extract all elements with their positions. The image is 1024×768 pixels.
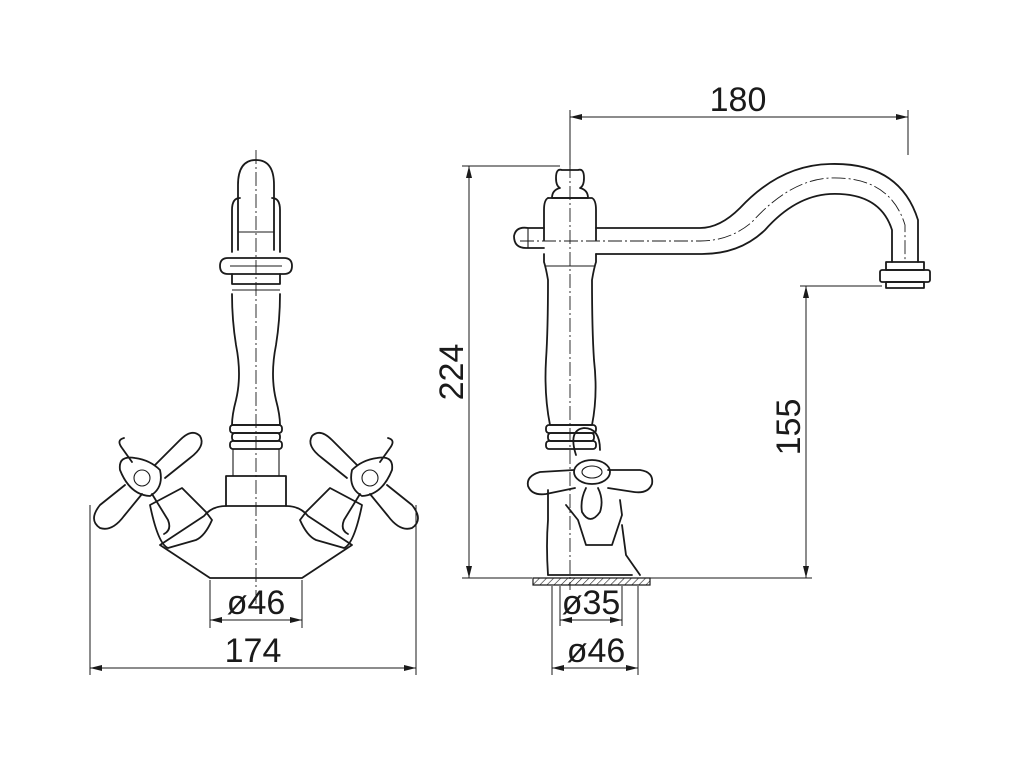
side-handle bbox=[526, 427, 654, 576]
side-lever-stub bbox=[513, 226, 545, 249]
front-view: ø46 174 bbox=[89, 150, 419, 675]
front-lower-rings bbox=[225, 424, 287, 507]
inner-diameter-label: ø35 bbox=[562, 584, 621, 622]
front-right-handle bbox=[299, 431, 419, 549]
side-finial bbox=[543, 168, 597, 241]
side-dim-total-height: 224 bbox=[433, 165, 560, 579]
front-base-diameter-label: ø46 bbox=[227, 584, 286, 622]
front-total-width-label: 174 bbox=[225, 632, 282, 670]
side-base-plate bbox=[532, 577, 651, 586]
front-spout-top bbox=[231, 159, 281, 253]
total-height-label: 224 bbox=[433, 344, 471, 401]
front-collar bbox=[219, 257, 293, 291]
side-spout bbox=[595, 163, 931, 289]
spout-reach-label: 180 bbox=[710, 81, 767, 119]
front-base-body bbox=[159, 505, 353, 579]
front-left-handle bbox=[93, 431, 213, 549]
front-dim-base-diameter: ø46 bbox=[209, 580, 303, 628]
side-dim-spout-height: 155 bbox=[650, 285, 882, 579]
spout-centerline bbox=[520, 177, 906, 262]
front-dim-total-width: 174 bbox=[89, 505, 417, 675]
side-view: 180 224 155 ø35 bbox=[433, 81, 931, 675]
spout-height-label: 155 bbox=[770, 399, 808, 456]
side-dim-spout-reach: 180 bbox=[569, 81, 909, 165]
side-dim-outer-diameter: ø46 bbox=[551, 586, 639, 675]
side-dim-inner-diameter: ø35 bbox=[559, 584, 623, 626]
side-lower-rings bbox=[545, 424, 597, 450]
outer-diameter-label: ø46 bbox=[567, 632, 626, 670]
